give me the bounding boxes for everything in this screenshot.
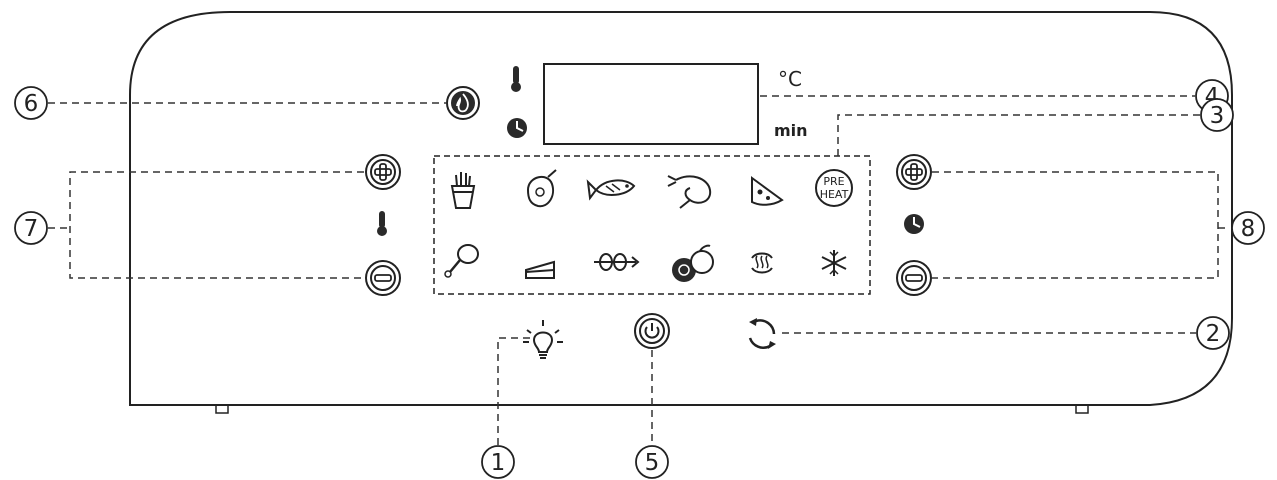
callout-8: 8 — [1231, 211, 1265, 245]
preheat-label-line2: HEAT — [820, 188, 849, 201]
fruit-icon[interactable] — [672, 244, 714, 282]
fries-icon[interactable] — [450, 172, 476, 209]
preset-panel — [433, 155, 871, 295]
svg-text:6: 6 — [24, 91, 39, 117]
panel-foot-right — [1075, 404, 1089, 414]
preheat-label-line1: PRE — [823, 175, 844, 188]
callout-2: 2 — [1196, 316, 1230, 350]
svg-text:5: 5 — [645, 450, 660, 476]
fish-icon[interactable] — [586, 179, 636, 201]
clock-icon — [507, 118, 527, 138]
callout-6: 6 — [14, 86, 48, 120]
svg-text:1: 1 — [491, 450, 506, 476]
time-increase-button[interactable] — [896, 154, 932, 190]
panel-outline — [129, 11, 1233, 406]
svg-text:2: 2 — [1206, 321, 1221, 347]
shrimp-icon[interactable] — [667, 175, 712, 209]
time-unit-label: min — [774, 121, 808, 140]
heating-button[interactable] — [446, 86, 480, 120]
power-button[interactable] — [634, 313, 670, 349]
svg-text:8: 8 — [1241, 216, 1256, 242]
leader-lines — [48, 95, 1230, 446]
panel-foot-left — [215, 404, 229, 414]
temp-unit-label: °C — [778, 67, 802, 91]
preheat-button[interactable]: PRE HEAT — [815, 169, 853, 207]
svg-text:7: 7 — [24, 216, 39, 242]
skewer-icon[interactable] — [594, 253, 640, 271]
svg-text:3: 3 — [1210, 103, 1225, 129]
cake-icon[interactable] — [525, 260, 555, 279]
clock-icon — [904, 214, 924, 234]
temp-decrease-button[interactable] — [365, 260, 401, 296]
light-button[interactable] — [523, 320, 563, 359]
display-screen — [543, 63, 759, 145]
callout-1: 1 — [481, 445, 515, 479]
chicken-leg-icon[interactable] — [444, 244, 479, 278]
callout-3: 3 — [1200, 98, 1234, 132]
time-decrease-button[interactable] — [896, 260, 932, 296]
callout-7: 7 — [14, 211, 48, 245]
thermometer-icon — [511, 66, 521, 92]
thermometer-icon — [377, 211, 387, 236]
meat-icon[interactable] — [526, 169, 557, 208]
temp-increase-button[interactable] — [365, 154, 401, 190]
callout-5: 5 — [635, 445, 669, 479]
rotisserie-button[interactable] — [748, 318, 776, 349]
reheat-icon[interactable] — [751, 252, 773, 274]
pizza-icon[interactable] — [751, 176, 784, 206]
defrost-icon[interactable] — [821, 250, 847, 276]
